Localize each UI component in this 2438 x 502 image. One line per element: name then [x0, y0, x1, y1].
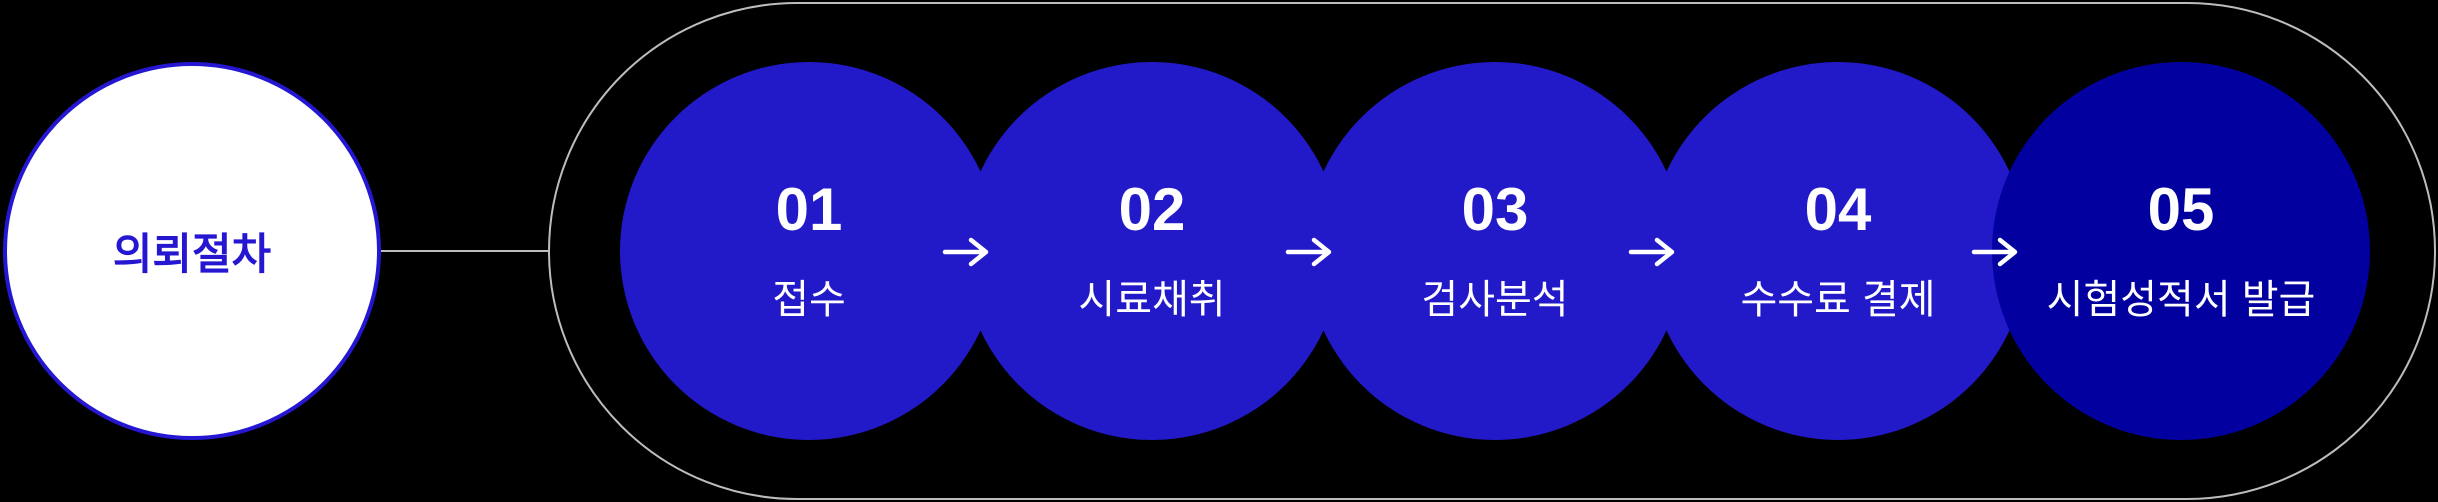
- step-label: 시험성적서 발급: [2046, 278, 2316, 322]
- step-number: 01: [775, 176, 843, 243]
- arrow-right-icon: [1628, 236, 1676, 268]
- intro-circle: 의뢰절차: [3, 62, 381, 440]
- arrow-right-icon: [1971, 236, 2019, 268]
- step-number: 03: [1461, 176, 1529, 243]
- step-label: 접수: [772, 278, 846, 322]
- process-step-circle: 04 수수료 결제: [1649, 62, 2027, 440]
- process-step-circle: 01 접수: [620, 62, 998, 440]
- step-number: 04: [1804, 176, 1872, 243]
- step-number: 05: [2147, 176, 2215, 243]
- step-label: 시료채취: [1078, 278, 1226, 322]
- connector-line: [381, 250, 548, 252]
- intro-circle-label: 의뢰절차: [112, 231, 272, 279]
- process-step-circle: 03 검사분석: [1306, 62, 1684, 440]
- step-label: 검사분석: [1421, 278, 1569, 322]
- process-step-circle: 02 시료채취: [963, 62, 1341, 440]
- process-capsule-outline: [548, 2, 2436, 500]
- arrow-right-icon: [942, 236, 990, 268]
- step-number: 02: [1118, 176, 1186, 243]
- process-step-circle: 05 시험성적서 발급: [1992, 62, 2370, 440]
- arrow-right-icon: [1285, 236, 1333, 268]
- step-label: 수수료 결제: [1740, 278, 1936, 322]
